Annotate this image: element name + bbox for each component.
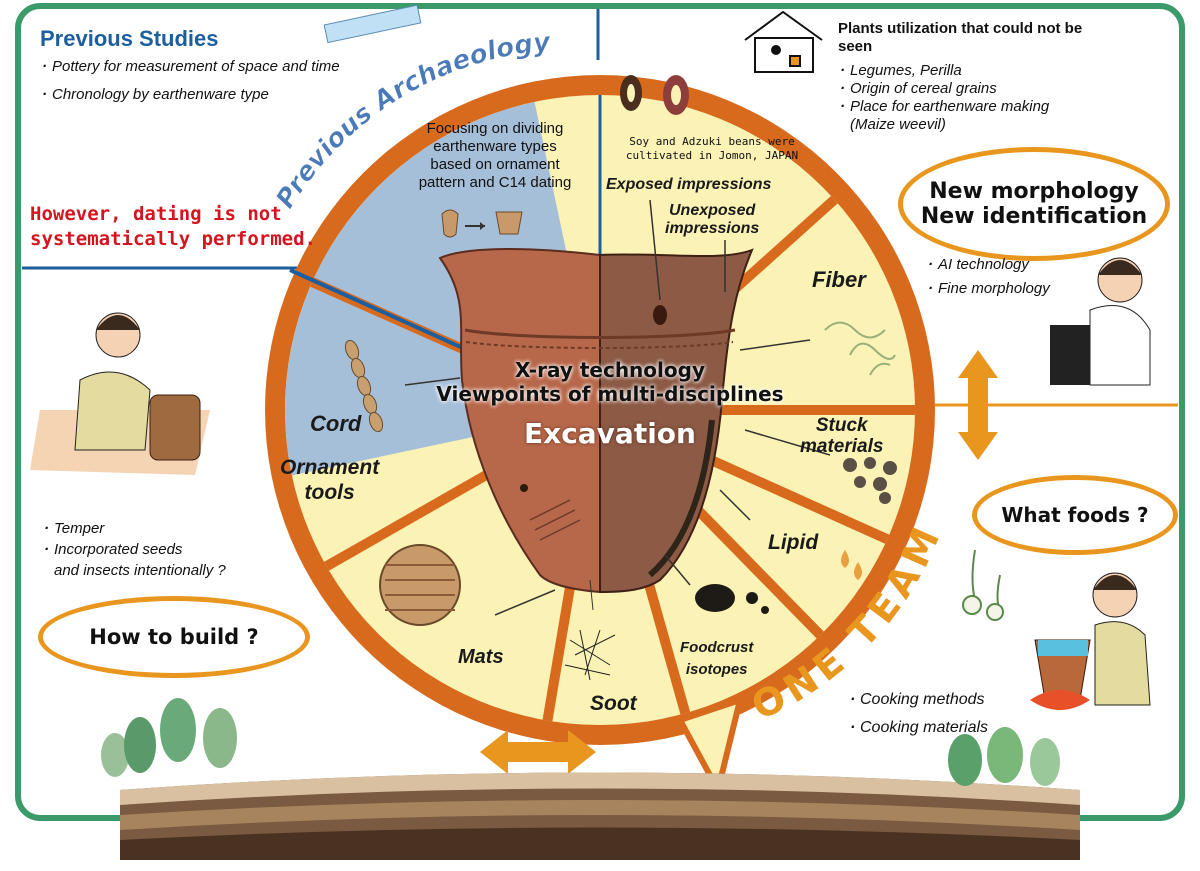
plants-item: Legumes, Perilla	[840, 62, 1160, 80]
ground-strata	[120, 772, 1080, 860]
stuck-line2: materials	[800, 436, 884, 457]
onion-illustration	[962, 549, 1004, 621]
plants-title-line1: Plants utilization that could not be	[838, 20, 1083, 37]
beans-caption-line: Soy and Adzuki beans were	[629, 135, 795, 148]
pot-illustration	[438, 248, 754, 594]
potter-person-illustration	[30, 312, 210, 475]
foodcrust-illustration	[664, 554, 769, 614]
ruler-icon	[323, 4, 422, 44]
stuck-illustration	[744, 429, 897, 504]
wheel-tail	[675, 695, 745, 799]
dating-warning: However, dating is not systematically pe…	[30, 202, 316, 252]
previous-studies-list: Pottery for measurement of space and tim…	[42, 58, 372, 104]
tech-list: AI technology Fine morphology	[928, 256, 1088, 298]
plants-item: Origin of cereal grains	[840, 80, 1160, 98]
plants-list: Legumes, Perilla Origin of cereal grains…	[840, 62, 1160, 134]
tech-item: AI technology	[928, 256, 1088, 274]
trees	[101, 698, 1060, 786]
what-foods-oval: What foods ?	[972, 475, 1178, 555]
beans-caption: Soy and Adzuki beans were cultivated in …	[612, 135, 812, 163]
foodcrust-label: Foodcrust isotopes	[680, 637, 753, 681]
temper-item: Incorporated seeds	[44, 539, 304, 560]
focus-text-line: earthenware types	[433, 138, 557, 155]
horizontal-arrow	[480, 730, 596, 774]
plants-title-line2: seen	[838, 38, 873, 55]
cooking-list: Cooking methods Cooking materials	[850, 686, 1050, 742]
bean-icons	[620, 75, 689, 115]
fiber-illustration	[739, 321, 896, 376]
dating-warning-line1: However, dating is not	[30, 203, 282, 225]
ornament-tools-label: Ornament tools	[280, 455, 379, 505]
ornament-line1: Ornament	[280, 456, 380, 479]
dating-warning-line2: systematically performed.	[30, 228, 316, 250]
temper-item-cont: and insects intentionally ?	[54, 562, 226, 579]
center-labels: X-ray technology Viewpoints of multi-dis…	[400, 358, 820, 452]
beans-caption-line: cultivated in Jomon, JAPAN	[625, 149, 799, 162]
unexposed-impressions-label: Unexposed impressions	[665, 202, 759, 238]
soot-illustration	[564, 579, 616, 681]
new-morphology-oval: New morphology New identification	[898, 147, 1170, 261]
soot-label: Soot	[590, 692, 637, 715]
previous-studies-item: Chronology by earthenware type	[42, 86, 372, 104]
xray-label: X-ray technology	[515, 358, 705, 382]
how-to-build-oval: How to build ?	[38, 596, 310, 678]
new-morphology-line2: New identification	[920, 204, 1148, 229]
cooking-item: Cooking methods	[850, 686, 1050, 714]
focus-text: Focusing on dividing earthenware types b…	[400, 120, 590, 192]
new-morphology-line1: New morphology	[929, 179, 1139, 204]
previous-studies-title: Previous Studies	[40, 26, 219, 51]
scientist-illustration	[1050, 257, 1151, 386]
previous-studies-item: Pottery for measurement of space and tim…	[42, 58, 372, 76]
temper-item: Temper	[44, 518, 304, 539]
plants-item-note: (Maize weevil)	[850, 116, 946, 133]
cord-label: Cord	[310, 411, 362, 436]
foodcrust-line2: isotopes	[685, 661, 748, 678]
cord-illustration	[344, 339, 461, 433]
stuck-materials-label: Stuck materials	[800, 415, 883, 457]
ornament-line2: tools	[304, 481, 355, 504]
temper-list: Temper Incorporated seeds and insects in…	[44, 518, 304, 581]
fiber-label: Fiber	[812, 267, 866, 292]
exposed-impressions-label: Exposed impressions	[606, 176, 772, 193]
pot-type-icons	[441, 209, 523, 238]
plants-title: Plants utilization that could not be see…	[838, 20, 1082, 56]
plants-item: Place for earthenware making	[840, 98, 1160, 116]
lipid-illustration	[719, 489, 862, 580]
cook-person-illustration	[1030, 572, 1151, 710]
stuck-line1: Stuck	[815, 415, 868, 436]
focus-text-line: based on ornament	[430, 156, 560, 173]
tech-item: Fine morphology	[928, 280, 1088, 298]
unexposed-line2: impressions	[665, 220, 760, 237]
lipid-label: Lipid	[768, 531, 819, 554]
mats-label: Mats	[458, 646, 504, 668]
multidiscipline-label: Viewpoints of multi-disciplines	[436, 382, 784, 406]
vertical-arrow	[958, 350, 998, 460]
mat-illustration	[379, 544, 556, 626]
focus-text-line: Focusing on dividing	[426, 120, 564, 137]
excavation-label: Excavation	[524, 417, 696, 450]
house-icon	[744, 10, 823, 73]
foodcrust-line1: Foodcrust	[680, 639, 754, 656]
cooking-item: Cooking materials	[850, 714, 1050, 742]
unexposed-line1: Unexposed	[669, 202, 756, 219]
focus-text-line: pattern and C14 dating	[418, 174, 572, 191]
